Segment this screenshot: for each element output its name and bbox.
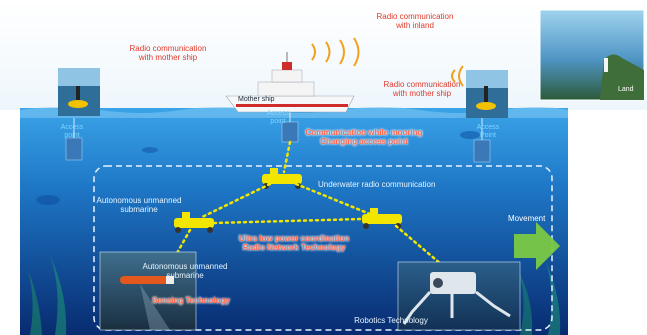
label-comm-mooring: Communication while mooring Changing acc… bbox=[305, 128, 423, 146]
radio-wave-right-icon bbox=[451, 65, 464, 87]
buoy-right-photo bbox=[466, 70, 508, 118]
land-photo bbox=[539, 9, 645, 101]
sensing-inset bbox=[99, 251, 197, 331]
label-access-point-right: Access Point bbox=[476, 124, 500, 139]
submarine-left-icon bbox=[174, 212, 214, 233]
label-radio-inland: Radio communication with inland bbox=[376, 12, 454, 30]
robot-arm-icon bbox=[397, 261, 521, 331]
label-robotics: Robotics Technology bbox=[354, 316, 428, 325]
label-underwater-radio: Underwater radio communication bbox=[318, 180, 436, 189]
ship-icon bbox=[225, 52, 355, 113]
buoy-left-photo bbox=[58, 68, 100, 116]
access-point-left-block bbox=[65, 118, 83, 161]
label-radio-mother-ship-left: Radio communication with mother ship bbox=[129, 44, 207, 62]
label-mother-ship: Mother ship bbox=[238, 96, 275, 103]
label-movement: Movement bbox=[508, 214, 546, 223]
label-auv-top: Autonomous unmanned submarine bbox=[96, 196, 182, 214]
label-access-point-left: Access point bbox=[60, 124, 84, 139]
label-sensing: Sensing Technology bbox=[152, 296, 230, 305]
label-access-point-center: Access point bbox=[266, 110, 290, 125]
radio-wave-icon bbox=[311, 37, 360, 67]
label-ultra-low-power: Ultra low power coordination Radio Netwo… bbox=[238, 234, 350, 252]
label-radio-mother-ship-right: Radio communication with mother ship bbox=[383, 80, 461, 98]
label-auv-bottom: Autonomous unmanned submarine bbox=[142, 262, 228, 280]
sky-area bbox=[0, 0, 647, 110]
arrow-right-icon bbox=[514, 222, 560, 270]
access-point-right-block bbox=[473, 118, 491, 163]
label-land: Land bbox=[618, 86, 634, 93]
